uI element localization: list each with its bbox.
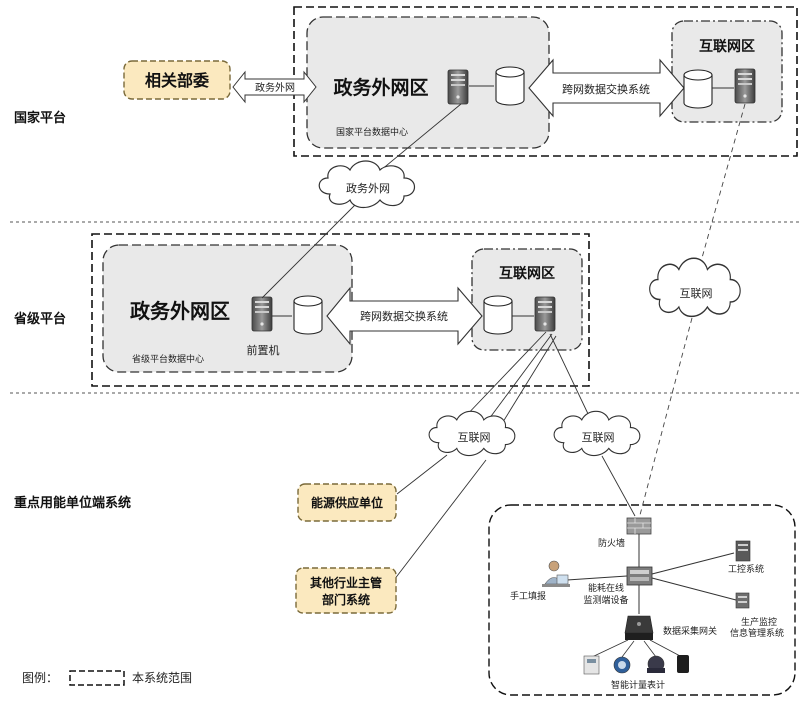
national-gov-server-icon	[447, 69, 469, 105]
national-internet-zone-title: 互联网区	[699, 39, 755, 55]
link-gateway-to-meter-4	[649, 639, 683, 658]
energy-supply-box	[297, 483, 397, 522]
provincial-exchange-label: 跨网数据交换系统	[360, 309, 448, 323]
link-gateway-to-meter-3	[643, 640, 657, 658]
smart-meters-icon	[583, 655, 689, 675]
smart-meters-label: 智能计量表计	[611, 679, 665, 691]
provincial-data-center-label: 省级平台数据中心	[132, 353, 204, 365]
front-machine-label: 前置机	[247, 343, 280, 357]
link-gateway-to-meter-2	[621, 640, 635, 658]
monitoring-device-icon	[626, 566, 653, 586]
gov-net-cloud: 政务外网	[318, 160, 416, 209]
internet-cloud-left-label: 互联网	[458, 431, 491, 444]
link-internet-to-other-dept	[393, 459, 487, 581]
firewall-label: 防火墙	[598, 537, 625, 549]
provincial-exchange-arrow	[326, 286, 483, 346]
tier-label-provincial: 省级平台	[13, 311, 66, 327]
related-dept-label: 相关部委	[145, 71, 210, 90]
link-prov-to-internet-left-3	[497, 335, 557, 431]
link-gateway-to-meter-1	[591, 639, 629, 658]
link-national-internet-to-cloud	[699, 103, 746, 266]
link-monitor-to-prod	[651, 577, 737, 601]
provincial-internet-database-icon	[483, 295, 513, 335]
tier-label-enterprise: 重点用能单位端系统	[14, 495, 131, 511]
legend-scope-swatch	[69, 670, 125, 686]
link-prov-to-internet-mid	[549, 333, 591, 419]
link-monitor-to-ics	[651, 552, 735, 575]
national-internet-database-icon	[683, 69, 713, 109]
internet-cloud-right-label: 互联网	[680, 287, 713, 300]
link-manual-to-monitor	[566, 575, 628, 581]
other-dept-label-line1: 其他行业主管	[310, 575, 382, 590]
manual-entry-icon	[542, 560, 570, 587]
other-dept-label-line2: 部门系统	[322, 592, 370, 607]
production-label-line2: 信息管理系统	[730, 627, 784, 639]
provincial-gov-zone-title: 政务外网区	[130, 299, 230, 323]
production-label-line1: 生产监控	[741, 616, 777, 628]
legend-label: 本系统范围	[132, 671, 192, 685]
ics-label: 工控系统	[728, 563, 764, 575]
link-gov-cloud-to-front-machine	[261, 204, 356, 299]
related-dept-box	[123, 60, 231, 100]
link-cloud-to-firewall	[639, 317, 693, 516]
gov-net-cloud-label: 政务外网	[346, 181, 390, 195]
internet-cloud-mid-label: 互联网	[582, 431, 615, 444]
link-prov-to-internet-left-1	[461, 331, 547, 421]
legend-prefix: 图例：	[22, 671, 58, 685]
firewall-icon	[626, 517, 652, 535]
production-monitor-icon	[735, 592, 750, 609]
front-machine-server-icon	[251, 296, 273, 332]
gov-link-double-arrow	[232, 70, 317, 104]
provincial-internet-server-icon	[534, 296, 556, 332]
ics-server-icon	[735, 540, 751, 562]
gateway-label: 数据采集网关	[663, 625, 717, 637]
national-gov-zone-title: 政务外网区	[333, 76, 428, 99]
tier-label-national: 国家平台	[14, 110, 66, 126]
link-internet-to-energy-supply	[396, 454, 448, 495]
link-prov-to-internet-left-2	[485, 333, 553, 424]
national-gov-database-icon	[495, 66, 525, 106]
link-national-to-gov-cloud	[374, 103, 462, 176]
provincial-internet-zone-title: 互联网区	[499, 266, 555, 282]
gov-link-label: 政务外网	[255, 81, 295, 94]
gateway-icon	[624, 615, 654, 640]
link-internet-mid-to-firewall	[601, 455, 636, 517]
monitor-label-line1: 能耗在线	[588, 582, 624, 594]
provincial-gov-database-icon	[293, 295, 323, 335]
energy-supply-label: 能源供应单位	[311, 495, 383, 510]
national-internet-server-icon	[734, 68, 756, 104]
enterprise-site-boundary	[488, 504, 796, 696]
manual-entry-label: 手工填报	[510, 590, 546, 602]
monitor-label-line2: 监测端设备	[583, 594, 628, 606]
national-data-center-label: 国家平台数据中心	[336, 126, 408, 138]
other-dept-box	[295, 567, 397, 614]
national-exchange-label: 跨网数据交换系统	[562, 82, 650, 96]
